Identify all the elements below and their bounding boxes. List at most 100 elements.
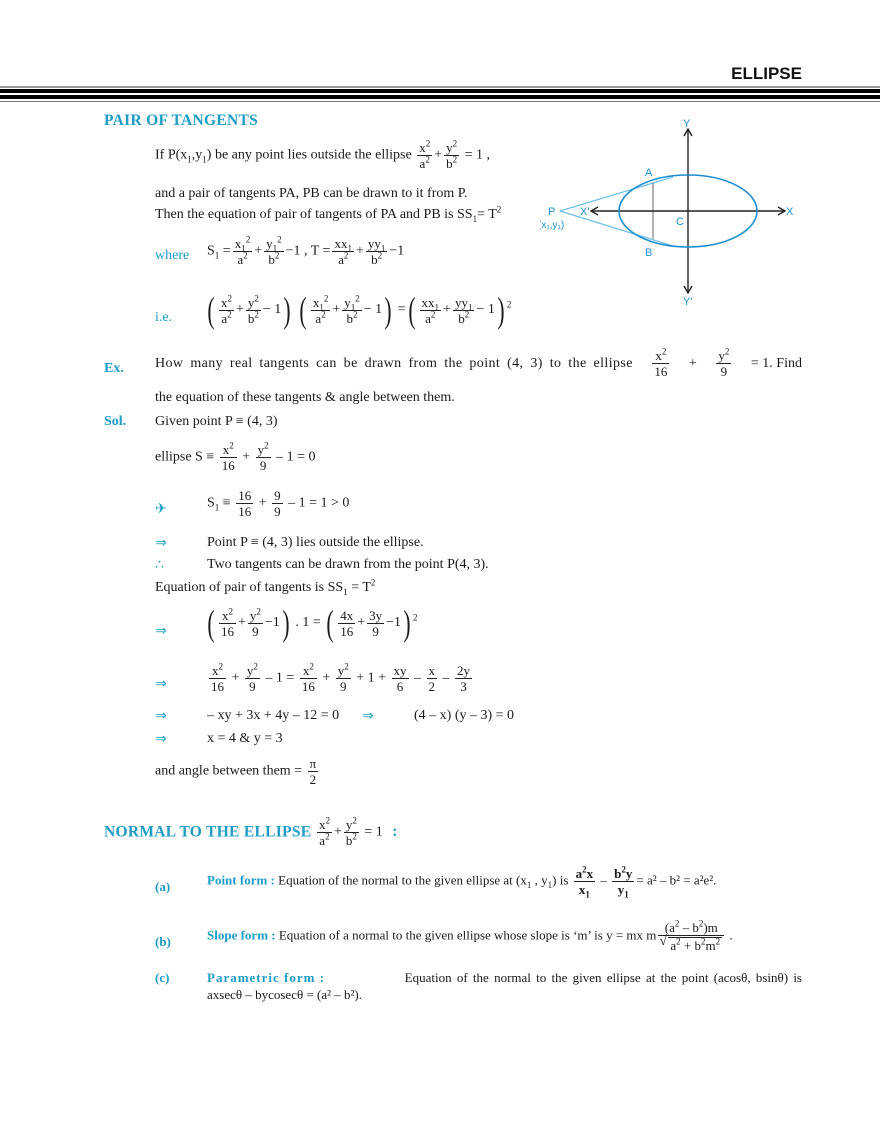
implies-icon: ⇒ xyxy=(155,677,167,692)
sol-eq-pair: Equation of pair of tangents is SS1 = T2 xyxy=(155,577,376,597)
implies-icon: ⇒ xyxy=(362,709,374,724)
item-a-title: Point form : xyxy=(207,872,275,888)
label-y-prime: Y' xyxy=(683,296,692,308)
label-b: B xyxy=(645,247,652,259)
airplane-icon: ✈ xyxy=(155,502,167,517)
text: + xyxy=(688,355,697,371)
text: Then the equation of pair of tangents of… xyxy=(155,207,473,222)
arrow-down-icon xyxy=(683,285,693,295)
text: ellipse S ≡ xyxy=(155,449,215,465)
text: ≡ xyxy=(222,495,231,511)
header-rule-thick-2 xyxy=(0,95,880,99)
arrow-right-icon xyxy=(777,206,787,216)
sol-step-1: Point P ≡ (4, 3) lies outside the ellips… xyxy=(207,535,424,550)
sol-step-2: Two tangents can be drawn from the point… xyxy=(207,557,489,572)
text: 2 xyxy=(307,771,319,787)
text: π xyxy=(309,756,317,771)
text: – 1 = 0 xyxy=(276,449,316,465)
label-x: X xyxy=(786,206,794,218)
implies-icon: ⇒ xyxy=(155,536,167,551)
label-a: A xyxy=(645,167,653,179)
text: ) is xyxy=(552,872,569,888)
example-question-line-1: How many real tangents can be drawn from… xyxy=(155,347,802,379)
tangent-line-pb xyxy=(559,210,674,247)
sol-step-6: x = 4 & y = 3 xyxy=(207,731,283,746)
item-c-label: (c) xyxy=(155,970,170,985)
item-c-line-2: axsecθ – bycosecθ = (a² – b²). xyxy=(207,987,362,1002)
text: – 1 = 1 > 0 xyxy=(288,495,350,511)
example-question-line-2: the equation of these tangents & angle b… xyxy=(155,390,455,405)
header-rule-thin-bottom xyxy=(0,101,880,102)
text: = 1 , xyxy=(464,147,490,163)
implies-icon: ⇒ xyxy=(155,624,167,639)
arrow-left-icon xyxy=(589,206,599,216)
text: Equation of a normal to the given ellips… xyxy=(278,927,657,943)
text: Equation of the normal to the given elli… xyxy=(278,872,527,888)
text: If P(x xyxy=(155,147,188,163)
ie-label: i.e. xyxy=(155,310,173,325)
item-b-content: Slope form : Equation of a normal to the… xyxy=(207,919,733,953)
sol-step-5a: – xy + 3x + 4y – 12 = 0 xyxy=(207,708,340,723)
item-c-content: Parametric form : Equation of the normal… xyxy=(207,970,802,986)
label-y: Y xyxy=(683,118,691,130)
intro-line-1: If P(x1,y1) be any point lies outside th… xyxy=(155,138,490,171)
therefore-icon: ∴ xyxy=(155,558,164,573)
item-b-title: Slope form : xyxy=(207,927,276,943)
label-p-coords: (x₁,y₁) xyxy=(540,220,564,231)
page-header-title: ELLIPSE xyxy=(731,64,802,83)
text: ) be any point lies outside the ellipse xyxy=(206,147,412,163)
label-p: P xyxy=(548,206,555,218)
where-label: where xyxy=(155,248,190,263)
text: = T xyxy=(347,580,371,595)
text: , y xyxy=(531,872,548,888)
item-a-content: Point form : Equation of the normal to t… xyxy=(207,864,717,900)
text: NORMAL TO THE ELLIPSE xyxy=(104,823,312,841)
arrow-up-icon xyxy=(683,127,693,137)
fraction: (a2 – b2)ma2 + b2m2 xyxy=(658,919,725,953)
text: = T xyxy=(477,207,497,222)
text: : xyxy=(392,822,398,840)
tangent-line-pa xyxy=(559,176,674,212)
item-b-label: (b) xyxy=(155,934,171,949)
text: How many real tangents can be drawn from… xyxy=(155,355,633,371)
text: . xyxy=(729,927,733,943)
implies-icon: ⇒ xyxy=(155,709,167,724)
text: = 1. Find xyxy=(750,355,802,371)
intro-line-3: Then the equation of pair of tangents of… xyxy=(155,204,502,224)
text: Equation of the normal to the given elli… xyxy=(404,970,802,985)
ellipse-shape xyxy=(618,174,758,248)
intro-line-2: and a pair of tangents PA, PB can be dra… xyxy=(155,186,468,201)
sol-step-5b: (4 – x) (y – 3) = 0 xyxy=(414,708,515,723)
item-a-label: (a) xyxy=(155,879,171,894)
